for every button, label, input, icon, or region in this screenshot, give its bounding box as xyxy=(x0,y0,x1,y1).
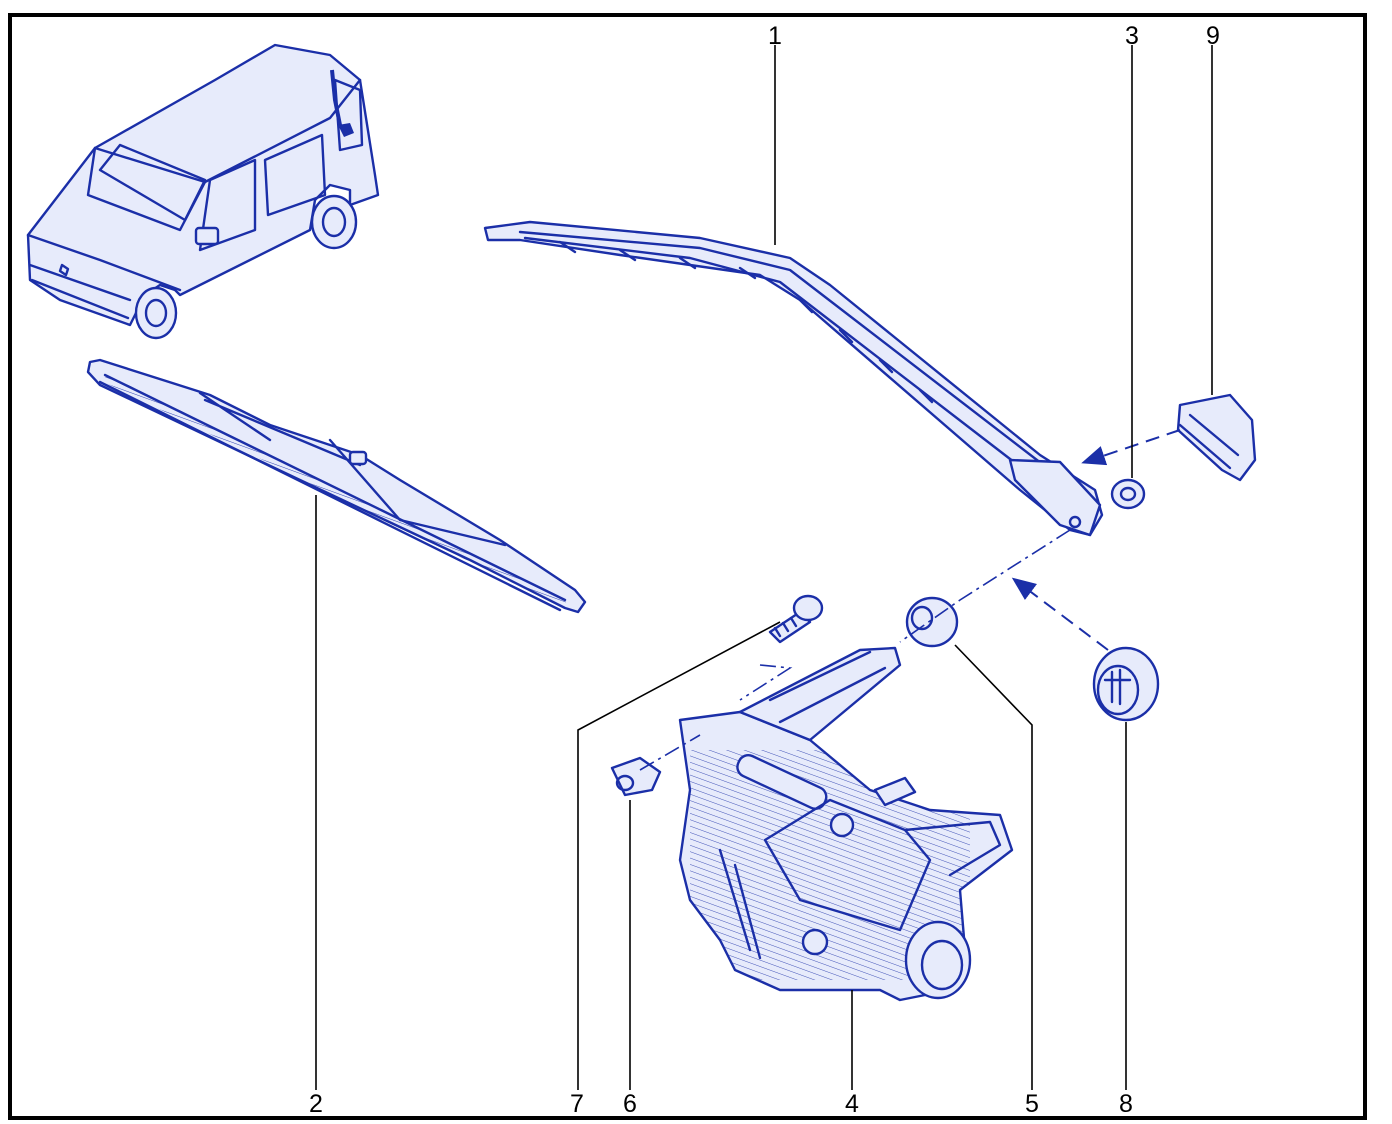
wiper-blade xyxy=(86,358,587,614)
leader-lines xyxy=(315,45,1213,1090)
spacer-nut xyxy=(610,756,662,797)
callout-8: 8 xyxy=(1119,1090,1133,1118)
callout-labels: 1 3 9 2 7 6 4 5 8 xyxy=(309,22,1220,1118)
wiper-motor xyxy=(678,646,1014,1002)
callout-7: 7 xyxy=(570,1090,584,1118)
callout-2: 2 xyxy=(309,1090,323,1118)
callout-4: 4 xyxy=(845,1090,859,1118)
cap xyxy=(1176,393,1257,482)
bolt xyxy=(768,594,824,644)
callout-9: 9 xyxy=(1206,22,1220,50)
diagram-border xyxy=(8,13,1367,1120)
grommet xyxy=(905,596,959,648)
axis-line-nut xyxy=(639,734,701,771)
callout-3: 3 xyxy=(1125,22,1139,50)
callout-6: 6 xyxy=(623,1090,637,1118)
callout-5: 5 xyxy=(1025,1090,1039,1118)
spindle-cap xyxy=(1092,646,1160,722)
spindle-cap-arrow xyxy=(1011,577,1109,651)
axis-line xyxy=(739,529,1071,701)
wiper-arm xyxy=(483,220,1104,537)
nut xyxy=(1110,478,1146,510)
callout-1: 1 xyxy=(768,22,782,50)
van-illustration xyxy=(26,43,380,340)
